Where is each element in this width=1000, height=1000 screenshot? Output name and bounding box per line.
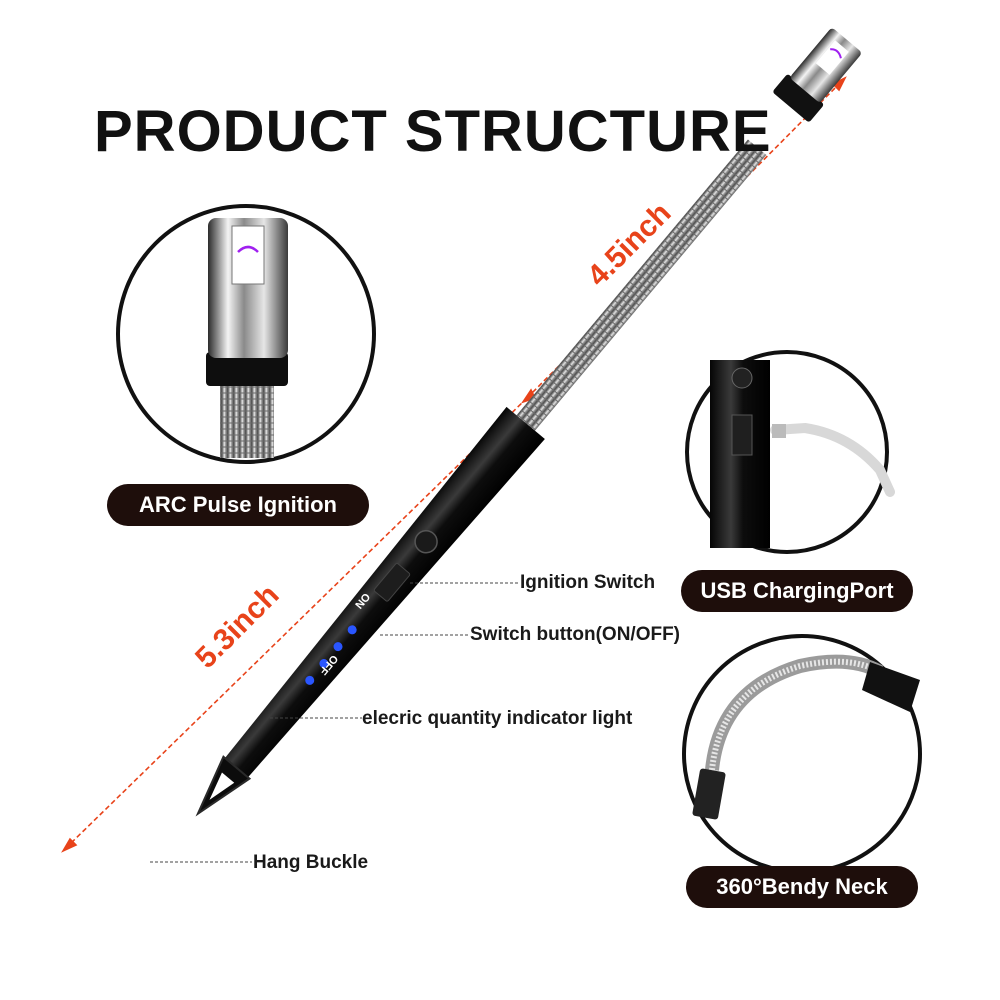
callout-leaders [150, 582, 518, 863]
inset-arc-content [206, 218, 288, 458]
callout-indicator-light: elecric quantity indicator light [362, 708, 633, 729]
callout-ignition-switch: Ignition Switch [520, 572, 656, 593]
lighter [195, 28, 861, 817]
feature-usb-charging: USB ChargingPort [681, 570, 913, 612]
head-collar [773, 74, 824, 122]
callout-switch-button: Switch button(ON/OFF) [470, 624, 681, 645]
ignition-button-shape [414, 529, 438, 554]
callout-hang-buckle: Hang Buckle [253, 852, 369, 873]
feature-bendy-neck: 360°Bendy Neck [686, 866, 918, 908]
arc-spark [830, 48, 842, 59]
battery-leds [305, 625, 357, 685]
inset-neck-content [692, 654, 920, 820]
feature-arc-ignition: ARC Pulse Ignition [107, 484, 369, 526]
page-title: PRODUCT STRUCTURE [94, 99, 772, 164]
slide-switch-shape [373, 563, 411, 602]
flex-neck [516, 139, 767, 431]
inset-usb-content [710, 360, 895, 548]
